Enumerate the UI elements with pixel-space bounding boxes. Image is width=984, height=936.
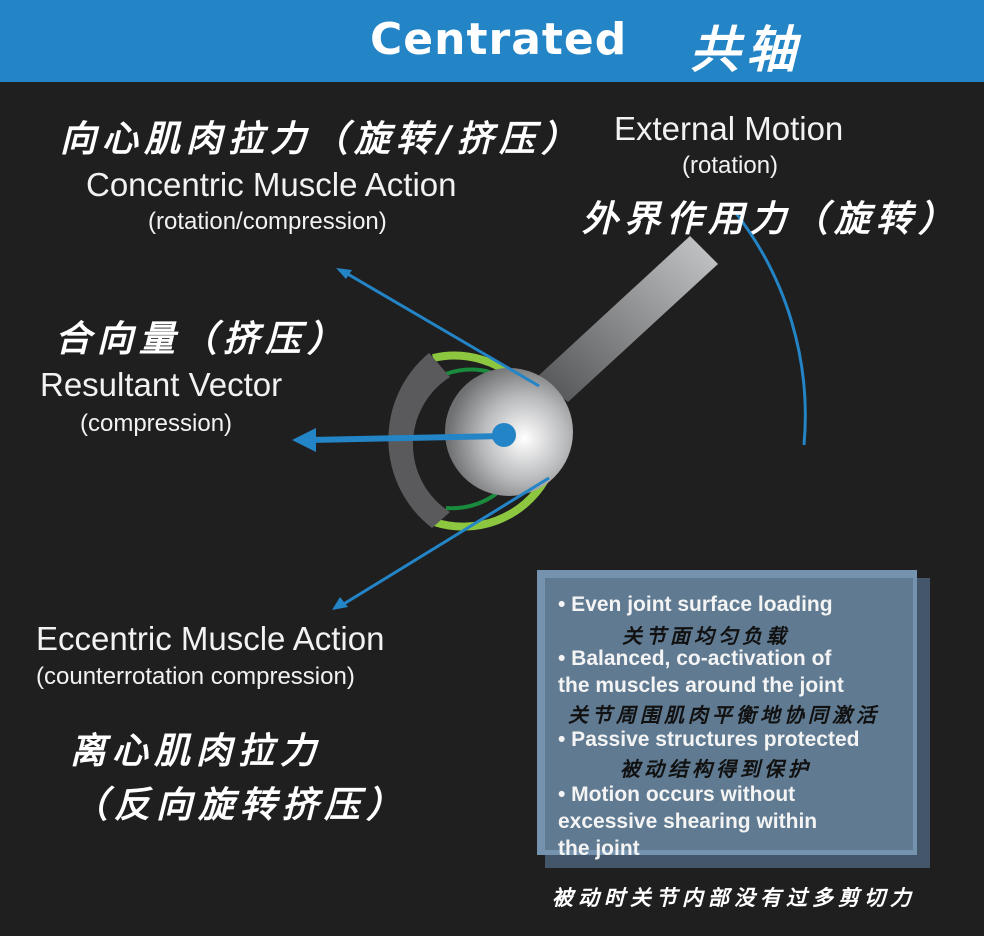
bullet-3: • Passive structures protected bbox=[558, 728, 860, 751]
bullet-4-line3: the joint bbox=[558, 837, 640, 860]
bullet-1-cn: 关节面均匀负载 bbox=[622, 624, 790, 648]
title-banner: Centrated 共轴 bbox=[0, 0, 984, 82]
bullet-2: • Balanced, co-activation of bbox=[558, 647, 832, 670]
bullet-1: • Even joint surface loading bbox=[558, 593, 833, 616]
external-label: External Motion bbox=[614, 110, 844, 147]
page-title-cn: 共轴 bbox=[690, 21, 802, 79]
eccentric-sublabel: (counterrotation compression) bbox=[36, 663, 355, 690]
page-title: Centrated bbox=[370, 14, 628, 65]
concentric-label: Concentric Muscle Action bbox=[86, 166, 457, 203]
lever-arm bbox=[536, 236, 718, 402]
footer-note-cn: 被动时关节内部没有过多剪切力 bbox=[552, 886, 916, 910]
resultant-sublabel: (compression) bbox=[80, 410, 233, 437]
resultant-label-cn: 合向量（挤压） bbox=[55, 319, 350, 360]
resultant-arrowhead bbox=[292, 428, 316, 452]
concentric-arrowhead bbox=[336, 268, 352, 279]
info-box-inner bbox=[545, 578, 913, 850]
joint-center-dot bbox=[492, 423, 516, 447]
eccentric-label-cn-2: （反向旋转挤压） bbox=[72, 785, 409, 826]
eccentric-label-cn-1: 离心肌肉拉力 bbox=[70, 731, 323, 772]
eccentric-label: Eccentric Muscle Action bbox=[36, 620, 385, 657]
eccentric-arrowhead bbox=[332, 597, 348, 610]
bullet-4-line2: excessive shearing within bbox=[558, 810, 818, 833]
external-motion-arc bbox=[733, 211, 807, 446]
bullet-3-cn: 被动结构得到保护 bbox=[620, 757, 812, 781]
joint-socket bbox=[388, 353, 450, 528]
concentric-sublabel: (rotation/compression) bbox=[148, 208, 387, 235]
external-sublabel: (rotation) bbox=[682, 152, 779, 179]
inner-ring bbox=[445, 367, 491, 376]
bullet-4: • Motion occurs without bbox=[558, 783, 796, 806]
bullet-2-cn: 关节周围肌肉平衡地协同激活 bbox=[568, 703, 880, 727]
bullet-2-line2: the muscles around the joint bbox=[558, 674, 844, 697]
concentric-label-cn: 向心肌肉拉力（旋转/挤压） bbox=[60, 119, 584, 160]
resultant-label: Resultant Vector bbox=[40, 366, 283, 403]
external-label-cn: 外界作用力（旋转） bbox=[582, 199, 961, 240]
